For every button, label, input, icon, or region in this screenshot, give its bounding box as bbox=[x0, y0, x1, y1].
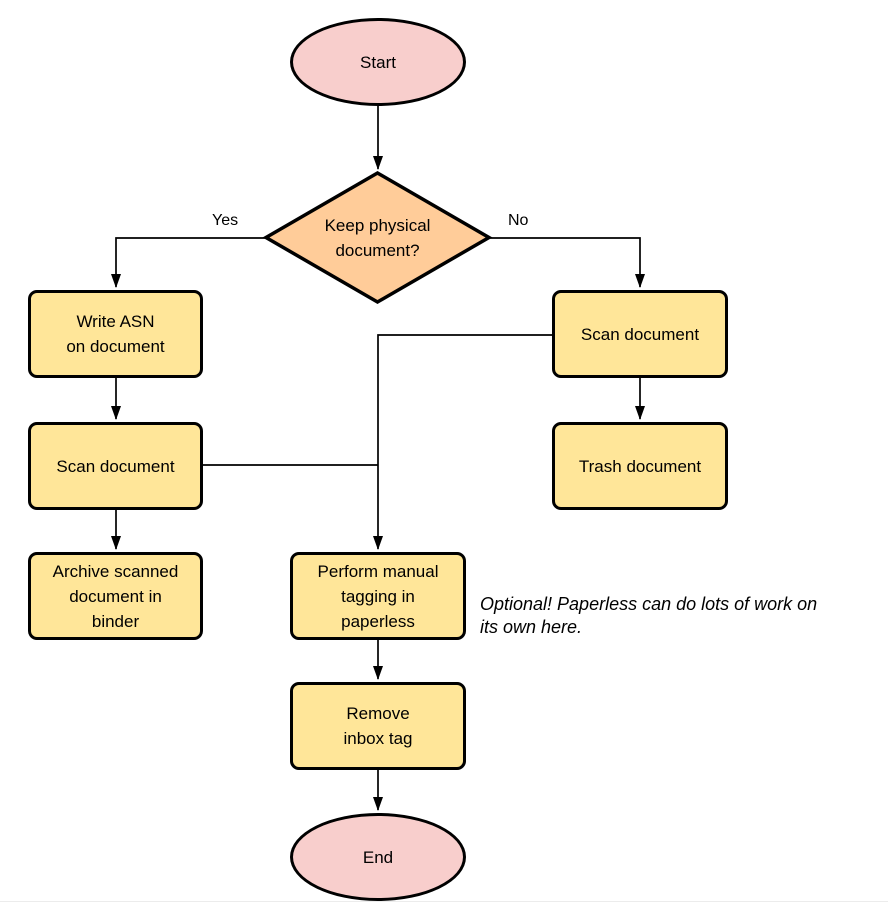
node-archive-in-binder-label: Archive scanned document in binder bbox=[52, 561, 179, 631]
optional-note: Optional! Paperless can do lots of work … bbox=[480, 594, 818, 637]
node-write-asn-label: Write ASN on document bbox=[66, 312, 165, 356]
node-trash-document: Trash document bbox=[552, 422, 728, 510]
node-remove-inbox-tag-label: Remove inbox tag bbox=[343, 704, 413, 748]
node-scan-document-right: Scan document bbox=[552, 290, 728, 378]
node-start-label: Start bbox=[360, 52, 396, 72]
node-scan-document-left: Scan document bbox=[28, 422, 203, 510]
edge-decision-to-write-asn bbox=[111, 237, 265, 288]
bottom-divider bbox=[0, 901, 888, 902]
node-decision-label: Keep physical document? bbox=[324, 215, 431, 260]
node-scan-document-right-label: Scan document bbox=[580, 324, 700, 344]
node-manual-tagging-label: Perform manual tagging in paperless bbox=[317, 561, 439, 631]
edge-label-yes: Yes bbox=[212, 212, 239, 229]
node-archive-in-binder: Archive scanned document in binder bbox=[28, 552, 203, 640]
edge-decision-to-scan-right bbox=[490, 237, 645, 288]
node-trash-document-label: Trash document bbox=[578, 456, 702, 476]
node-decision: Keep physical document? bbox=[266, 173, 489, 302]
node-remove-inbox-tag: Remove inbox tag bbox=[290, 682, 466, 770]
decision-diamond-shape bbox=[262, 170, 493, 305]
edge-scan-right-to-tagging bbox=[373, 334, 552, 550]
node-end: End bbox=[290, 813, 466, 901]
edge-label-no: No bbox=[508, 212, 529, 229]
node-scan-document-left-label: Scan document bbox=[56, 456, 175, 476]
node-manual-tagging: Perform manual tagging in paperless bbox=[290, 552, 466, 640]
node-write-asn: Write ASN on document bbox=[28, 290, 203, 378]
node-end-label: End bbox=[362, 847, 394, 867]
node-start: Start bbox=[290, 18, 466, 106]
